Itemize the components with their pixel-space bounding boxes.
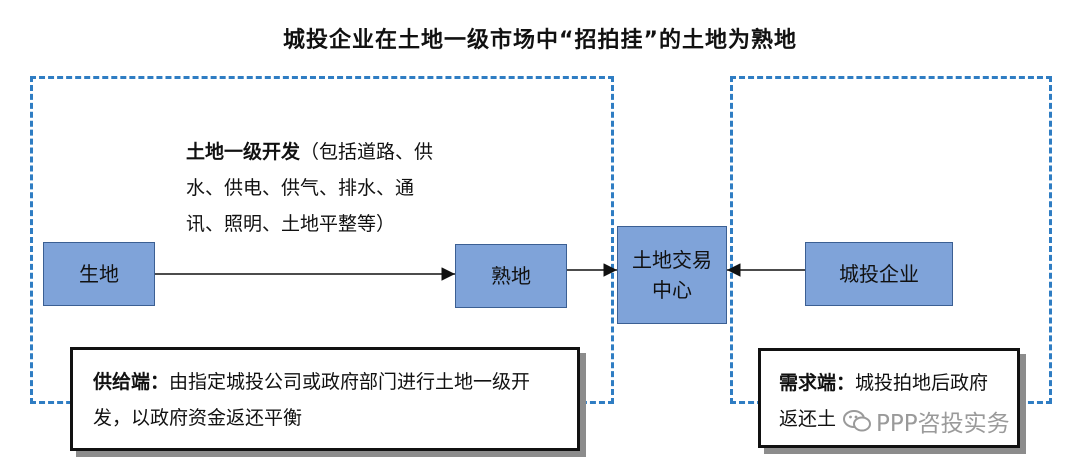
demand-side-note: 需求端：城投拍地后政府返还土 [758, 348, 1020, 448]
node-land-trading-center: 土地交易中心 [617, 226, 727, 324]
diagram-title: 城投企业在土地一级市场中“招拍挂”的土地为熟地 [283, 28, 797, 53]
supply-text: 由指定城投公司或政府部门进行土地一级开发，以政府资金返还平衡 [93, 371, 531, 429]
node-raw-land: 生地 [43, 242, 155, 306]
development-heading: 土地一级开发 [186, 141, 301, 163]
supply-label: 供给端： [93, 371, 170, 393]
supply-side-note: 供给端：由指定城投公司或政府部门进行土地一级开发，以政府资金返还平衡 [70, 347, 580, 451]
watermark: PPP咨投实务 [842, 404, 1010, 438]
development-description: 土地一级开发（包括道路、供水、供电、供气、排水、通讯、照明、土地平整等） [186, 134, 436, 242]
demand-label: 需求端： [779, 372, 856, 394]
node-developed-land: 熟地 [455, 244, 567, 308]
development-detail: （包括道路、供水、供电、供气、排水、通讯、照明、土地平整等） [186, 141, 434, 235]
demand-text: 城投拍地后政府返还土 [779, 372, 989, 430]
wechat-icon [843, 410, 871, 432]
watermark-text: PPP咨投实务 [876, 411, 1010, 437]
node-lgfv-enterprise: 城投企业 [805, 242, 953, 306]
